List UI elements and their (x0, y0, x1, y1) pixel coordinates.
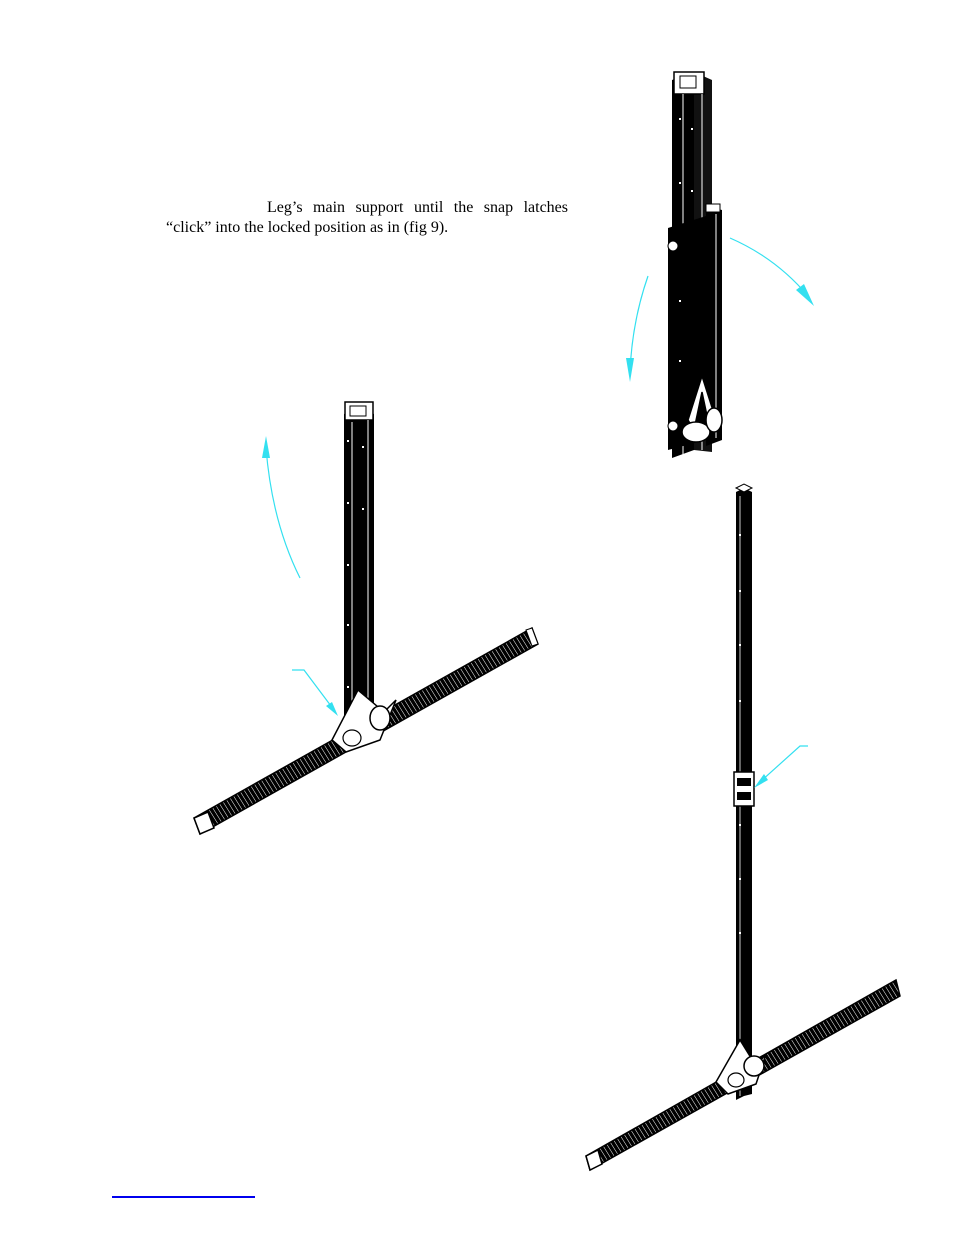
instruction-text: Leg’s main support until the snap latche… (166, 198, 568, 238)
pointer-arrow-latch (292, 669, 338, 716)
footer-link-underline[interactable] (112, 1196, 255, 1198)
rotation-arrow-right (729, 237, 814, 306)
rotation-arrow-upright (262, 436, 301, 579)
instruction-line-2: “click” into the locked position as in (… (166, 219, 449, 236)
upright-leg-figure (193, 401, 539, 836)
extended-leg-figure (585, 483, 901, 1172)
instruction-line-1: Leg’s main support until the snap latche… (267, 199, 568, 216)
folded-leg-figure (667, 71, 723, 458)
rotation-arrow-left (626, 275, 649, 382)
pointer-arrow-snap-latch (754, 745, 808, 788)
